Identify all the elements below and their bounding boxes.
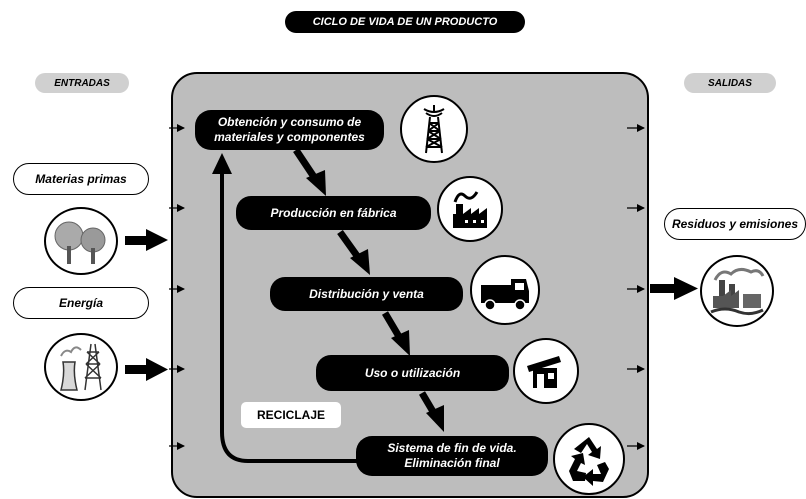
outputs-header: SALIDAS [684,73,776,93]
left-input-arrows [169,124,185,450]
trees-icon [44,207,118,275]
big-output-arrow [650,277,698,300]
big-input-arrows [125,229,168,381]
stage-end-of-life: Sistema de fin de vida. Eliminación fina… [356,436,548,476]
polluting-factory-icon [700,255,774,327]
input-energy: Energía [13,287,149,319]
recycling-arrow [212,153,360,463]
stage-use: Uso o utilización [316,355,509,391]
input-raw-materials: Materias primas [13,163,149,195]
stage-distribution: Distribución y venta [270,277,463,311]
diagram-title: CICLO DE VIDA DE UN PRODUCTO [285,11,525,33]
right-output-arrows [627,124,645,450]
recycling-label: RECICLAJE [241,402,341,428]
stage-materials-line1: Obtención y consumo de [217,115,362,129]
oil-derrick-icon [400,95,468,163]
stage-materials: Obtención y consumo de materiales y comp… [195,110,384,150]
factory-icon [437,176,503,242]
stage-materials-line2: materiales y componentes [214,130,365,144]
house-icon [513,338,579,404]
stage-end-of-life-line2: Eliminación final [404,456,500,470]
power-plant-icon [44,333,118,401]
recycle-icon [553,423,625,495]
delivery-truck-icon [470,255,540,325]
stage-production: Producción en fábrica [236,196,431,230]
output-waste-emissions: Residuos y emisiones [664,208,806,240]
inputs-header: ENTRADAS [35,73,129,93]
stage-flow-arrows [293,148,444,432]
stage-end-of-life-line1: Sistema de fin de vida. [387,441,517,455]
